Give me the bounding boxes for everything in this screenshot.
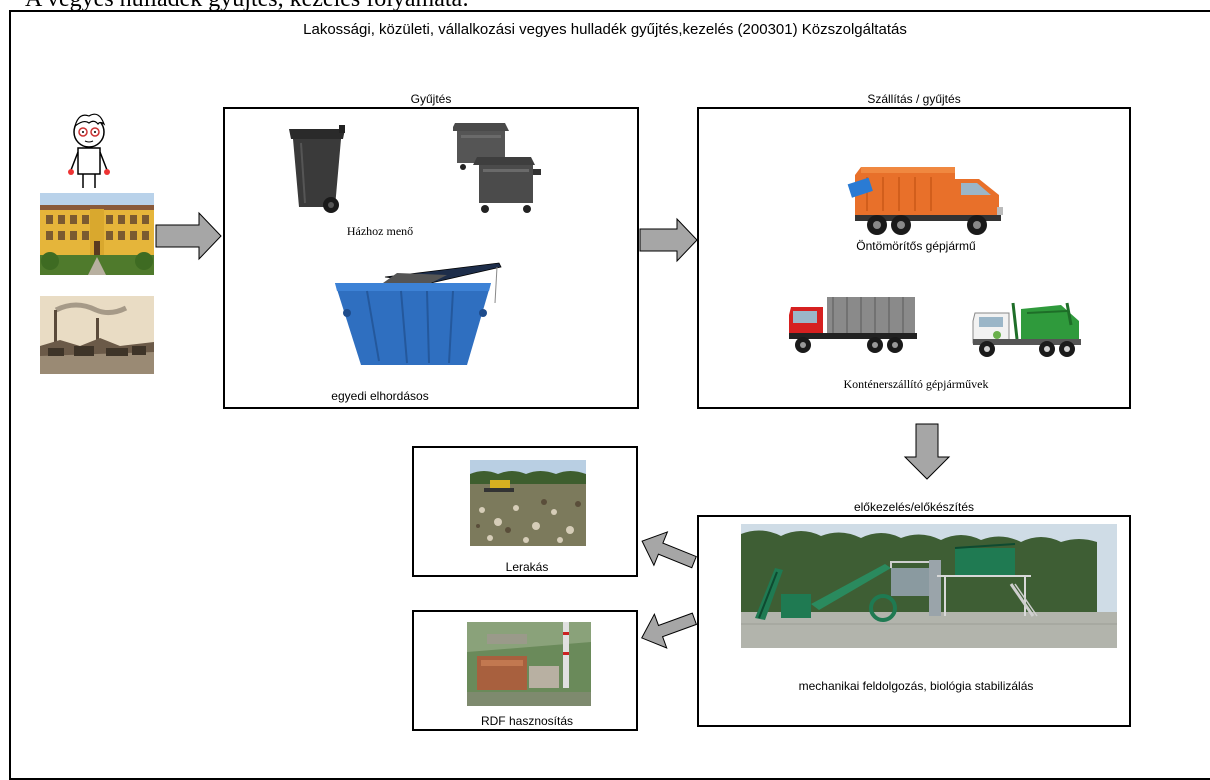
arrow-to-gyujtes: [155, 211, 223, 261]
elokezeles-box: mechanikai feldolgozás, biológia stabili…: [697, 515, 1131, 727]
diagram-title: Lakossági, közületi, vállalkozási vegyes…: [303, 21, 907, 38]
arrow-to-rdf: [638, 602, 700, 654]
szallitas-heading: Szállítás / gyűjtés: [867, 92, 961, 106]
gyujtes-heading: Gyűjtés: [410, 92, 452, 106]
rdf-plant-image: [467, 622, 591, 706]
rdf-box: RDF hasznosítás: [412, 610, 638, 731]
gyujtes-box: Házhoz menő egyedi elhordásos: [223, 107, 639, 409]
skip-truck-icon: [971, 295, 1087, 363]
lerakas-box: Lerakás: [412, 446, 638, 577]
processing-plant-image: [741, 524, 1117, 648]
hooklift-truck-icon: [787, 291, 919, 359]
compactor-label: Öntömörítős gépjármű: [856, 239, 976, 253]
container-bins-icon: [453, 117, 553, 217]
wheelie-bin-icon: [287, 123, 349, 215]
rdf-caption: RDF hasznosítás: [480, 714, 574, 728]
szallitas-box: Öntömörítős gépjármű Konténerszáll: [697, 107, 1131, 409]
skip-label: egyedi elhordásos: [331, 389, 429, 403]
factory-image: [40, 296, 154, 374]
house-label: Házhoz menő: [346, 224, 414, 238]
landfill-image: [470, 460, 586, 546]
container-label: Konténerszállító gépjárművek: [843, 377, 989, 391]
building-image: [40, 193, 154, 275]
garbage-truck-icon: [847, 161, 1007, 239]
arrow-to-szallitas: [639, 217, 699, 263]
lerakas-caption: Lerakás: [505, 560, 549, 574]
arrow-to-elokezeles: [903, 423, 951, 481]
arrow-to-lerakas: [638, 526, 700, 578]
elokezeles-caption: mechanikai feldolgozás, biológia stabili…: [798, 679, 1034, 693]
cropped-heading: A vegyes hulladék gyűjtés, kezelés folya…: [25, 0, 469, 13]
person-icon: [65, 112, 113, 190]
skip-container-icon: [327, 261, 505, 373]
elokezeles-heading: előkezelés/előkészítés: [853, 500, 975, 514]
